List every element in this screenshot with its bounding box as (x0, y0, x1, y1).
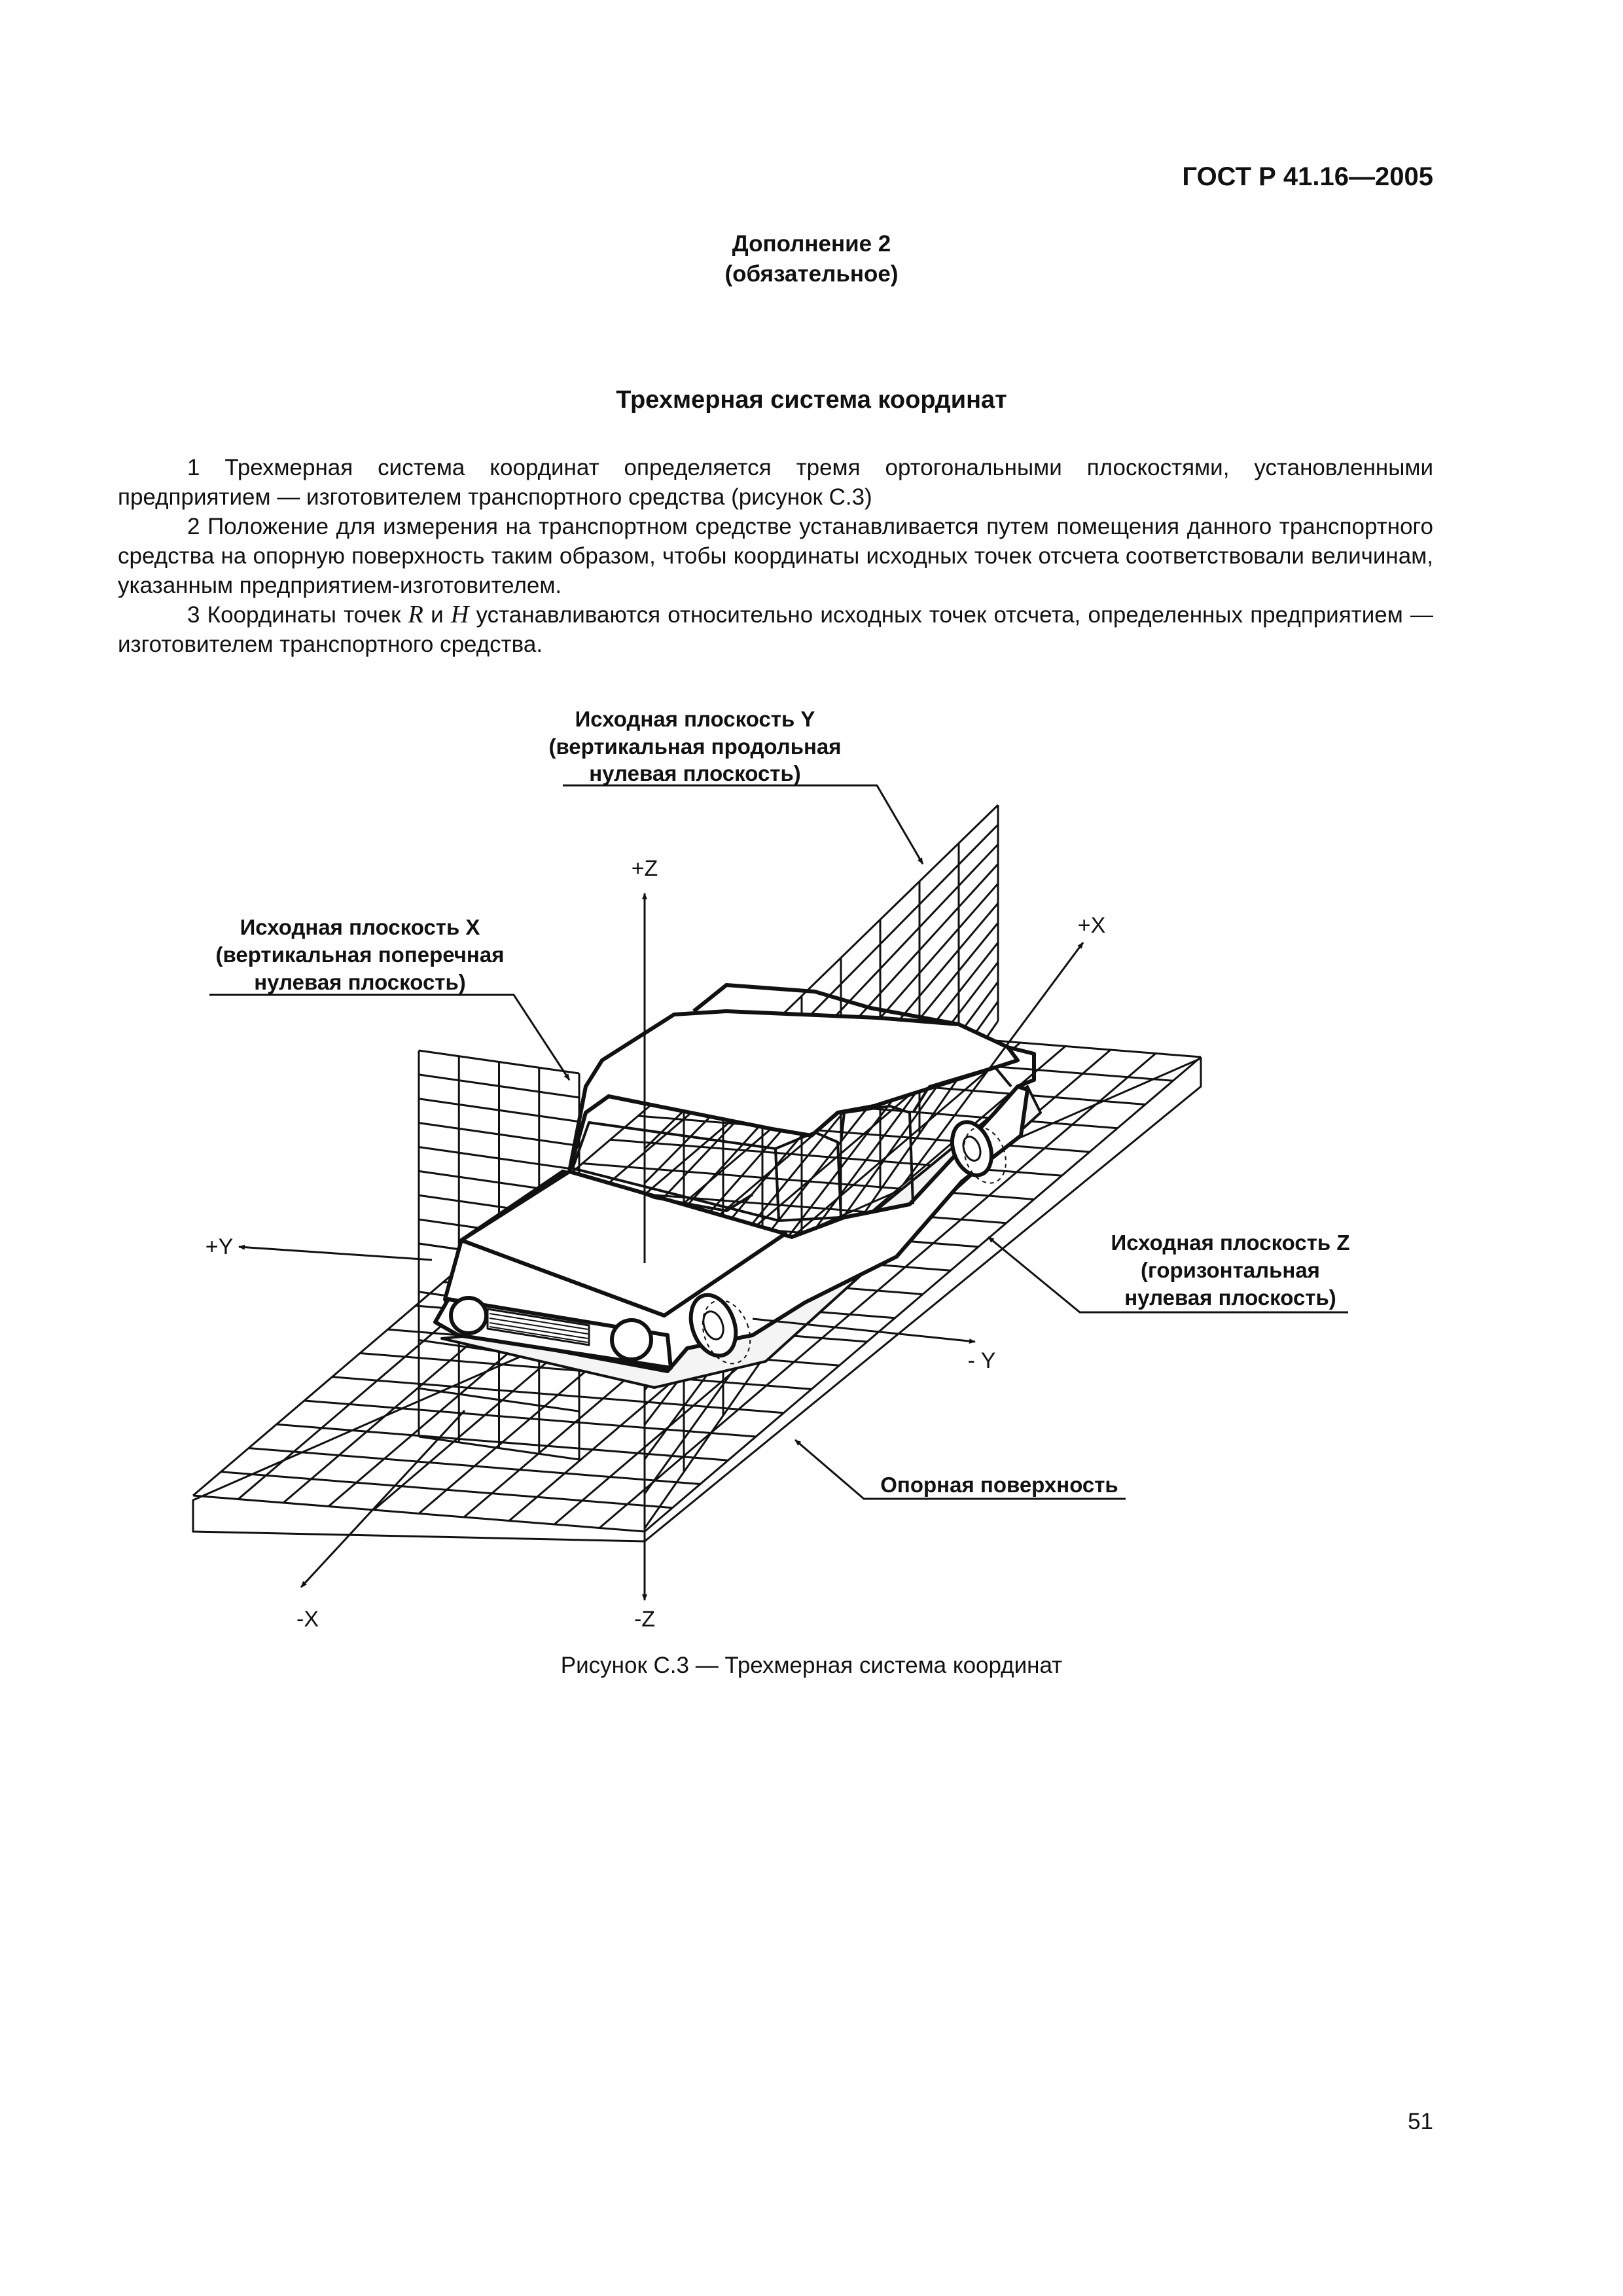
plane-z-label-line-1: Исходная плоскость Z (1111, 1230, 1349, 1255)
ground-grid-line (304, 1399, 757, 1438)
paragraph-3: 3 Координаты точек R и H устанавливаются… (118, 600, 1433, 659)
ground-grid-line (332, 1376, 784, 1414)
plane-x-callout: Исходная плоскость X (вертикальная попер… (216, 915, 505, 994)
label-positive-z: +Z (632, 856, 658, 881)
support-surface-callout: Опорная поверхность (880, 1473, 1118, 1497)
paragraph-3-start: 3 Координаты точек (187, 602, 408, 628)
point-r-symbol: R (408, 601, 423, 628)
paragraph-2: 2 Положение для измерения на транспортно… (118, 514, 1433, 598)
plane-y-grid-line (643, 823, 999, 1184)
body-text: 1 Трехмерная система координат определяе… (118, 453, 1433, 659)
paragraph-3-and: и (423, 602, 451, 628)
coordinate-axes (238, 893, 1084, 1601)
plane-x-label-line-3: нулевая плоскость) (254, 970, 466, 994)
appendix-status: (обязательное) (724, 261, 899, 287)
label-positive-y: +Y (205, 1234, 234, 1259)
figure-caption: Рисунок С.3 — Трехмерная система координ… (560, 1653, 1063, 1678)
appendix-number: Дополнение 2 (732, 231, 891, 257)
axis-negative-y (752, 1318, 976, 1344)
paragraph-3-end: устанавливаются относительно исходных то… (118, 602, 1434, 657)
axis-labels: +Z -Z +X -X +Y - Y (205, 856, 1106, 1632)
plane-y-label-line-2: (вертикальная продольная (548, 734, 841, 759)
plane-x-grid-line (418, 1049, 580, 1075)
axis-positive-y (238, 1244, 433, 1261)
point-h-symbol: H (450, 601, 469, 628)
plane-x-label-line-2: (вертикальная поперечная (216, 942, 505, 967)
document-code: ГОСТ Р 41.16—2005 (1182, 162, 1433, 191)
label-negative-z: -Z (634, 1607, 655, 1632)
callout-leaders (209, 784, 1348, 1500)
plane-z-label-line-2: (горизонтальная (1141, 1258, 1320, 1282)
car-outline (433, 983, 1042, 1389)
label-negative-x: -X (296, 1607, 319, 1632)
plane-z-label-line-3: нулевая плоскость) (1124, 1285, 1336, 1310)
ground-grid-line (192, 1494, 645, 1533)
plane-y-callout: Исходная плоскость Y (вертикальная продо… (548, 707, 841, 785)
axis-positive-x (902, 942, 1084, 1185)
support-surface-plane (192, 1056, 1202, 1543)
appendix-heading: Дополнение 2 (обязательное) (0, 229, 1623, 289)
plane-x-grid-line (418, 1387, 580, 1412)
ground-grid-line (221, 1471, 673, 1509)
section-title: Трехмерная система координат (616, 386, 1007, 414)
paragraph-1: 1 Трехмерная система координат определяе… (118, 455, 1433, 510)
ground-grid-line (276, 1423, 728, 1462)
ground-grid-line (637, 1115, 1090, 1153)
plane-x-grid-line (418, 1146, 580, 1171)
label-negative-y: - Y (968, 1348, 996, 1373)
axis-negative-x (300, 1409, 466, 1588)
page-number: 51 (1408, 2109, 1433, 2134)
label-positive-x: +X (1078, 913, 1106, 938)
plane-x-label-line-1: Исходная плоскость X (240, 915, 480, 939)
support-surface-label: Опорная поверхность (880, 1473, 1118, 1497)
plane-x-grid-line (418, 1122, 580, 1147)
plane-y-label-line-1: Исходная плоскость Y (575, 707, 815, 731)
plane-z-callout: Исходная плоскость Z (горизонтальная нул… (1111, 1230, 1349, 1310)
plane-x-grid-line (418, 1435, 580, 1461)
ground-grid-line (248, 1447, 701, 1485)
plane-x-grid-line (418, 1073, 580, 1099)
plane-y-label-line-3: нулевая плоскость) (589, 761, 801, 785)
plane-x-grid-line (418, 1098, 580, 1123)
